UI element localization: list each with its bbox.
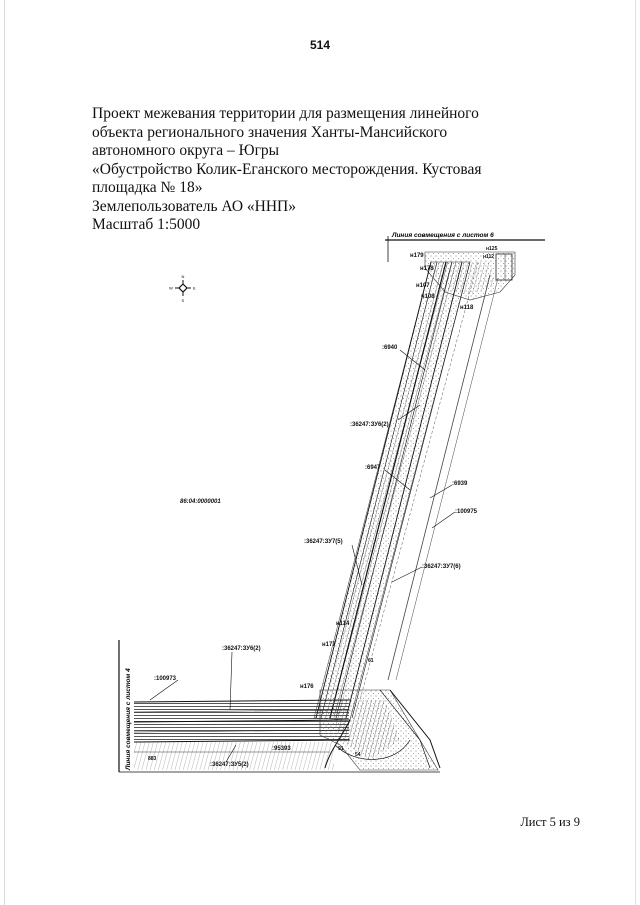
point-label: 61 <box>368 658 374 664</box>
junction-area <box>319 689 441 771</box>
title-line: «Обустройство Колик-Еганского месторожде… <box>92 160 482 178</box>
block-label: 86:04:0000001 <box>180 499 221 505</box>
compass-e: E <box>193 286 196 291</box>
corridor-diagonal <box>313 261 499 721</box>
corridor-horizontal <box>133 699 351 770</box>
compass-n: N <box>182 274 185 279</box>
point-label: н177 <box>322 642 336 648</box>
leader-lines <box>149 349 456 763</box>
parcel-label: :100973 <box>154 676 177 682</box>
title-block: Проект межевания территории для размещен… <box>92 105 512 235</box>
title-line: автономного округа – Югры <box>92 142 280 159</box>
point-label: н107 <box>416 283 430 289</box>
scale-line: Масштаб 1:5000 <box>92 216 201 233</box>
parcel-label: :100975 <box>455 509 478 515</box>
point-label: 91 <box>338 746 344 752</box>
point-label: н179 <box>410 253 424 259</box>
point-label: 883 <box>148 756 157 762</box>
parcel-label: :6940 <box>382 345 398 351</box>
parcel-label: :36247:ЗУ7(6) <box>422 564 461 570</box>
point-label: н108 <box>421 294 435 300</box>
parcel-label: :6939 <box>452 481 468 487</box>
parcel-label: :36247:ЗУ7(5) <box>304 539 343 545</box>
land-user-line: Землепользователь АО «ННП» <box>92 197 296 215</box>
compass-s: S <box>182 298 185 303</box>
match-line-top: Линия совмещения с листом 6 <box>385 232 545 262</box>
point-label: н112 <box>483 254 494 260</box>
point-label: н178 <box>420 266 434 272</box>
title-line: площадка № 18» <box>92 179 203 196</box>
match-line-top-label: Линия совмещения с листом 6 <box>391 232 494 239</box>
page-number: 514 <box>309 38 331 52</box>
sheet-label: Лист 5 из 9 <box>520 815 580 829</box>
match-line-left-label: Линия совмещения с листом 4 <box>125 668 132 771</box>
parcel-label: :6947 <box>365 465 381 471</box>
compass-w: W <box>169 286 173 291</box>
scan-edge-right <box>635 0 636 905</box>
parcel-label: :36247:ЗУ5(2) <box>210 762 249 768</box>
parcel-label: :36247:ЗУ6(2) <box>222 646 261 652</box>
title-line: объекта регионального значения Ханты-Ман… <box>92 123 448 141</box>
parcel-label: :36247:ЗУ6(2) <box>350 422 389 428</box>
compass-icon: N S W E <box>169 274 196 303</box>
match-line-left: Линия совмещения с листом 4 <box>118 640 440 773</box>
point-label: н176 <box>300 684 314 690</box>
point-label: н118 <box>460 305 474 311</box>
title-line: Проект межевания территории для размещен… <box>92 105 479 122</box>
point-label: 54 <box>355 752 361 758</box>
point-label: н114 <box>336 621 350 627</box>
scan-edge-left <box>4 0 5 905</box>
parcel-label: :95393 <box>272 746 291 752</box>
point-label: н125 <box>486 246 498 252</box>
